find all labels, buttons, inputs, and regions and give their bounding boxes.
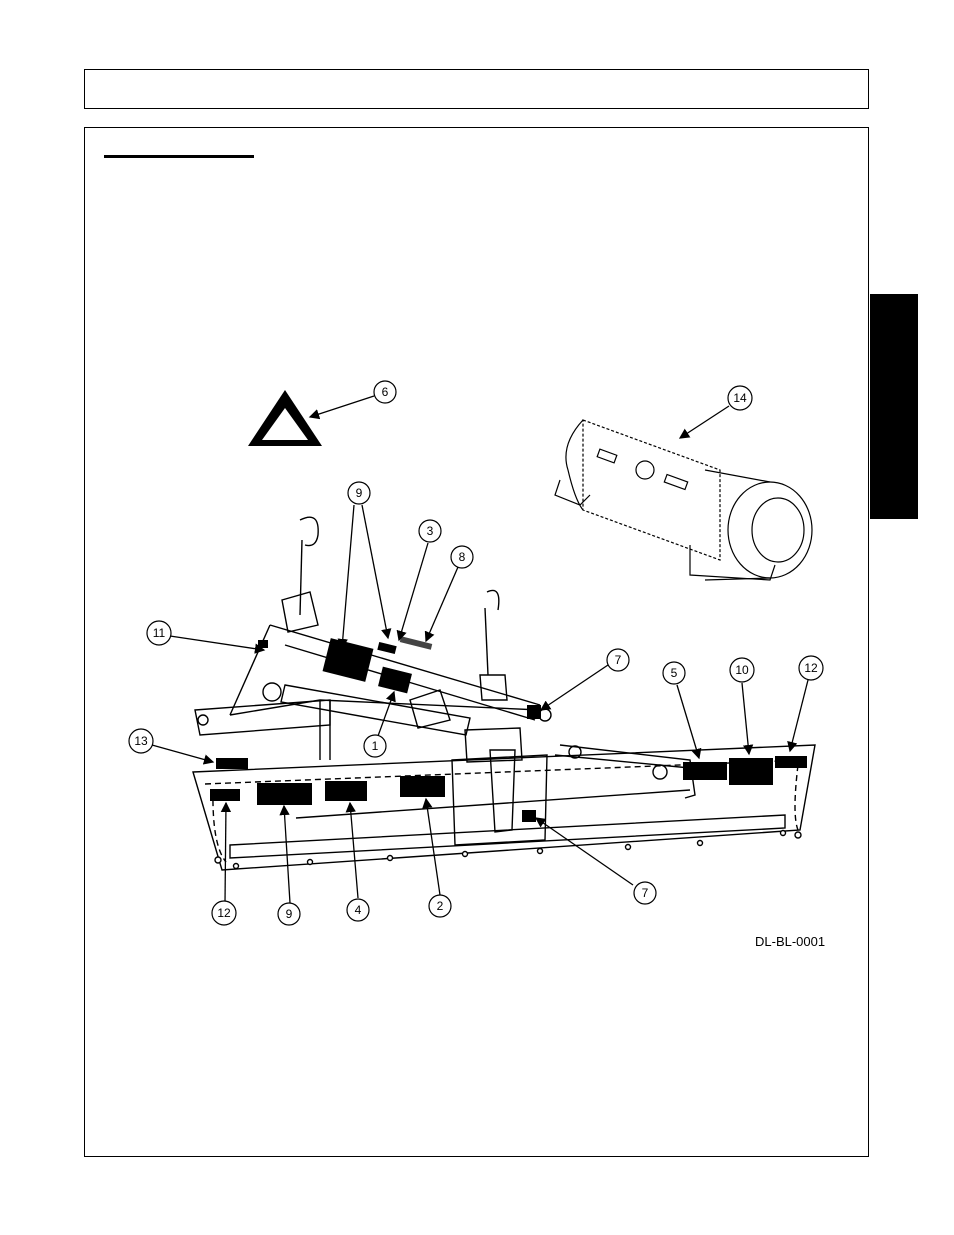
callout-3: 3 xyxy=(419,520,441,542)
callout-13: 13 xyxy=(129,729,153,753)
decal-canister-drawing xyxy=(555,420,812,580)
svg-text:9: 9 xyxy=(286,907,293,921)
svg-text:14: 14 xyxy=(733,391,747,405)
svg-text:11: 11 xyxy=(153,626,166,640)
callout-9-top: 9 xyxy=(348,482,370,504)
callout-7-top: 7 xyxy=(607,649,629,671)
svg-text:7: 7 xyxy=(615,653,622,667)
svg-text:9: 9 xyxy=(356,486,363,500)
callout-6: 6 xyxy=(374,381,396,403)
callout-2: 2 xyxy=(429,895,451,917)
callout-7-bottom: 7 xyxy=(634,882,656,904)
svg-text:10: 10 xyxy=(735,663,749,677)
callout-12-left: 12 xyxy=(212,901,236,925)
callout-8: 8 xyxy=(451,546,473,568)
svg-text:12: 12 xyxy=(217,906,231,920)
callout-leaders xyxy=(152,396,808,903)
svg-text:6: 6 xyxy=(382,385,389,399)
rear-blade-drawing xyxy=(193,517,815,870)
callout-4: 4 xyxy=(347,899,369,921)
callout-5: 5 xyxy=(663,662,685,684)
svg-text:4: 4 xyxy=(355,903,362,917)
svg-text:3: 3 xyxy=(427,524,434,538)
callout-1: 1 xyxy=(364,735,386,757)
svg-text:8: 8 xyxy=(459,550,466,564)
callout-9-bottom: 9 xyxy=(278,903,300,925)
callout-10: 10 xyxy=(730,658,754,682)
svg-text:2: 2 xyxy=(437,899,444,913)
svg-text:13: 13 xyxy=(134,734,148,748)
drawing-code-label: DL-BL-0001 xyxy=(755,934,825,949)
svg-text:12: 12 xyxy=(804,661,818,675)
svg-text:5: 5 xyxy=(671,666,678,680)
callout-14: 14 xyxy=(728,386,752,410)
svg-text:7: 7 xyxy=(642,886,649,900)
callout-12-right: 12 xyxy=(799,656,823,680)
smv-emblem-icon xyxy=(248,390,322,451)
callout-11: 11 xyxy=(147,621,171,645)
svg-text:1: 1 xyxy=(372,739,379,753)
